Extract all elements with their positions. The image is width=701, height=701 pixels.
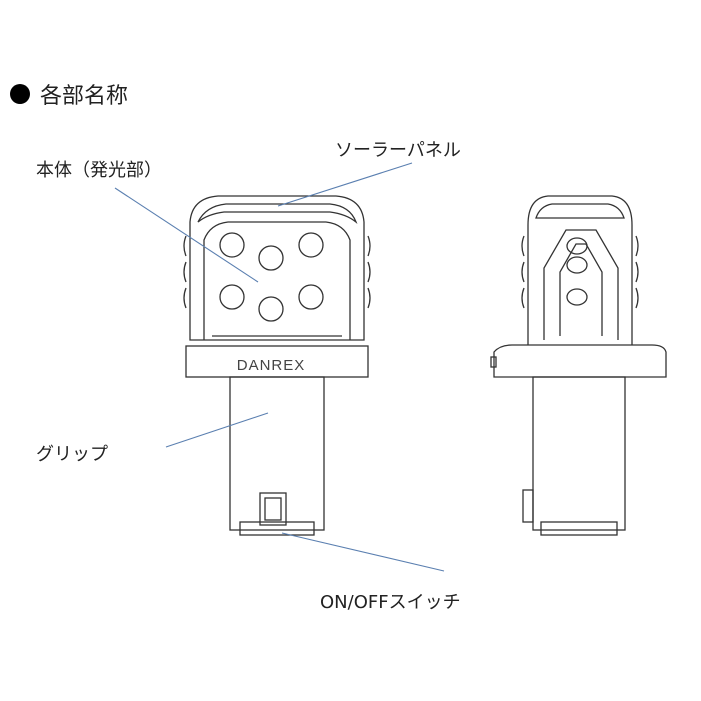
label-body: 本体（発光部） xyxy=(36,160,162,181)
front-ribs-left xyxy=(183,235,187,309)
front-ribs-right xyxy=(367,235,371,309)
label-switch: ON/OFFスイッチ xyxy=(320,592,461,613)
leader-grip xyxy=(165,412,269,448)
front-head-outer xyxy=(189,195,365,341)
side-view xyxy=(490,195,667,536)
leader-switch xyxy=(281,532,445,572)
bullet-icon xyxy=(10,84,30,104)
front-switch xyxy=(259,492,287,526)
side-ribs-right xyxy=(635,235,639,309)
front-grip-bottom xyxy=(239,521,315,536)
front-base xyxy=(185,345,369,378)
front-view xyxy=(183,195,371,536)
side-base-notch xyxy=(490,356,497,368)
side-base xyxy=(493,344,667,378)
label-grip: グリップ xyxy=(36,444,108,465)
side-solar-panel xyxy=(535,203,625,219)
front-leds xyxy=(219,232,324,322)
front-solar-panel xyxy=(197,203,358,224)
front-grip xyxy=(229,376,325,531)
leader-solar xyxy=(277,162,413,207)
side-lens-frame xyxy=(543,229,619,340)
side-switch-nub xyxy=(522,489,534,523)
section-heading: 各部名称 xyxy=(10,78,128,110)
front-lens-frame xyxy=(203,221,351,340)
side-grip-bottom xyxy=(540,521,618,536)
front-switch-inner xyxy=(264,497,282,521)
side-ribs-left xyxy=(521,235,525,309)
leader-body xyxy=(114,187,259,283)
side-head-outer xyxy=(527,195,633,345)
side-grip xyxy=(532,376,626,531)
side-leds xyxy=(566,237,588,306)
label-solar: ソーラーパネル xyxy=(335,140,461,161)
brand-text: DANREX xyxy=(237,357,306,374)
heading-text: 各部名称 xyxy=(40,84,129,109)
leader-lines xyxy=(114,162,445,572)
